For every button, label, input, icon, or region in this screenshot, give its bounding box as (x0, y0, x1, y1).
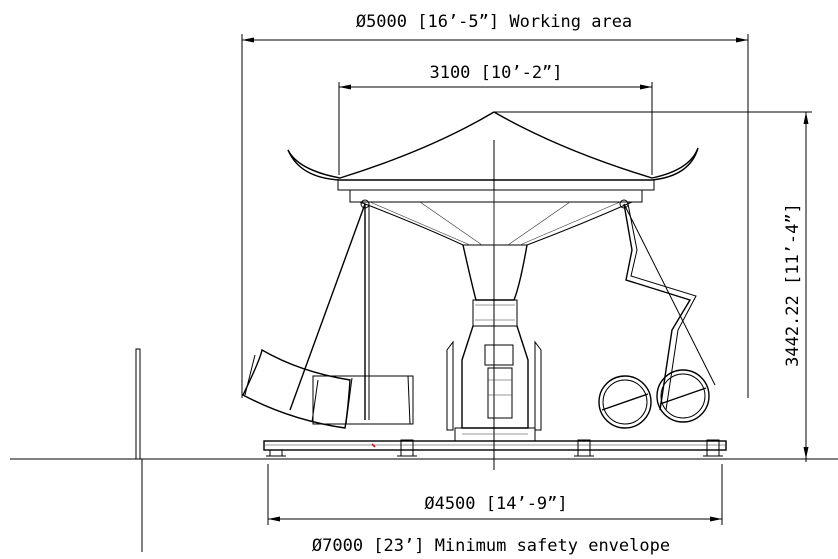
arrow (640, 84, 652, 90)
arrow (803, 112, 809, 124)
base-platform (263, 439, 727, 457)
red-mark (371, 443, 376, 448)
arrow (803, 447, 809, 459)
top-width-label: 3100 [10’-2”] (429, 63, 562, 83)
working-area-label: Ø5000 [16’-5”] Working area (356, 12, 632, 32)
arrow (242, 37, 254, 43)
safety-post (135, 348, 141, 460)
left-swing-assembly (242, 199, 414, 429)
arrow (339, 84, 351, 90)
right-swing-assembly (598, 199, 716, 429)
safety-envelope-label: Ø7000 [23’] Minimum safety envelope (312, 536, 670, 556)
arrow (736, 37, 748, 43)
arrow (268, 516, 280, 522)
arrow (710, 516, 722, 522)
canopy (287, 111, 699, 246)
height-label: 3442.22 [11’-4”] (783, 203, 803, 367)
base-width-label: Ø4500 [14’-9”] (424, 494, 567, 514)
